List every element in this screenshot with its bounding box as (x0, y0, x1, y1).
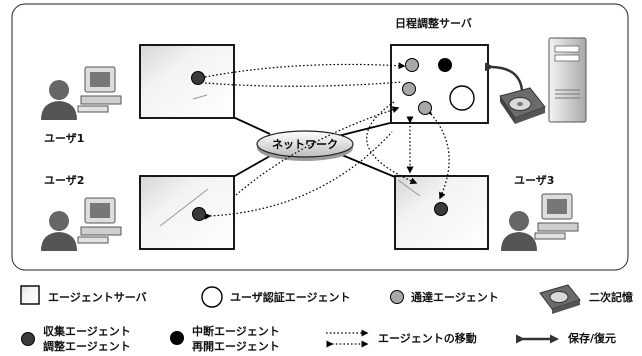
box-texture (159, 94, 421, 227)
user1-label: ユーザ1 (44, 132, 85, 145)
user-icon-3 (501, 193, 579, 251)
user-icon-1 (41, 66, 122, 120)
communication-agent-3 (418, 101, 432, 115)
legend-suspend-swatch (170, 331, 184, 345)
legend-user-auth-label: ユーザ認証エージェント (230, 291, 351, 304)
legend-adjustment-label: 調整エージェント (43, 340, 131, 353)
communication-agent-2 (402, 82, 416, 96)
legend-movement-label: エージェントの移動 (378, 332, 477, 345)
network-label: ネットワーク (272, 138, 338, 151)
legend-movement-arrows (326, 329, 369, 348)
user3-label: ユーザ3 (514, 174, 555, 187)
user-auth-agent (449, 85, 475, 111)
collection-agent-server2 (192, 207, 206, 221)
collection-agent-server3 (434, 202, 448, 216)
legend-storage-label: 二次記憶 (589, 291, 633, 304)
user2-label: ユーザ2 (44, 174, 85, 187)
legend-collection-label: 収集エージェント (43, 325, 131, 338)
schedule-server-label: 日程調整サーバ (395, 17, 472, 30)
server-tower-icon (548, 37, 587, 123)
legend-communication-label: 通達エージェント (411, 291, 499, 304)
legend-communication-swatch (390, 290, 404, 304)
legend-agent-server-swatch (20, 285, 40, 305)
legend-suspend-label: 中断エージェント (192, 325, 280, 338)
legend-user-auth-swatch (201, 286, 223, 308)
agent-server-user2 (139, 175, 235, 250)
legend-resume-label: 再開エージェント (192, 340, 280, 353)
legend-save-restore-label: 保存/復元 (568, 332, 617, 345)
agent-movement-arrows (198, 62, 450, 220)
user-icon-2 (41, 197, 122, 251)
collection-agent-server1 (191, 71, 205, 85)
suspend-agent (438, 58, 452, 72)
hard-disk-icon (499, 87, 546, 124)
agent-server-user1 (139, 44, 235, 119)
legend-collection-swatch (21, 332, 35, 346)
network-links (232, 116, 396, 178)
legend-storage-icon (539, 284, 581, 314)
legend-agent-server-label: エージェントサーバ (48, 291, 147, 304)
communication-agent-1 (405, 58, 419, 72)
